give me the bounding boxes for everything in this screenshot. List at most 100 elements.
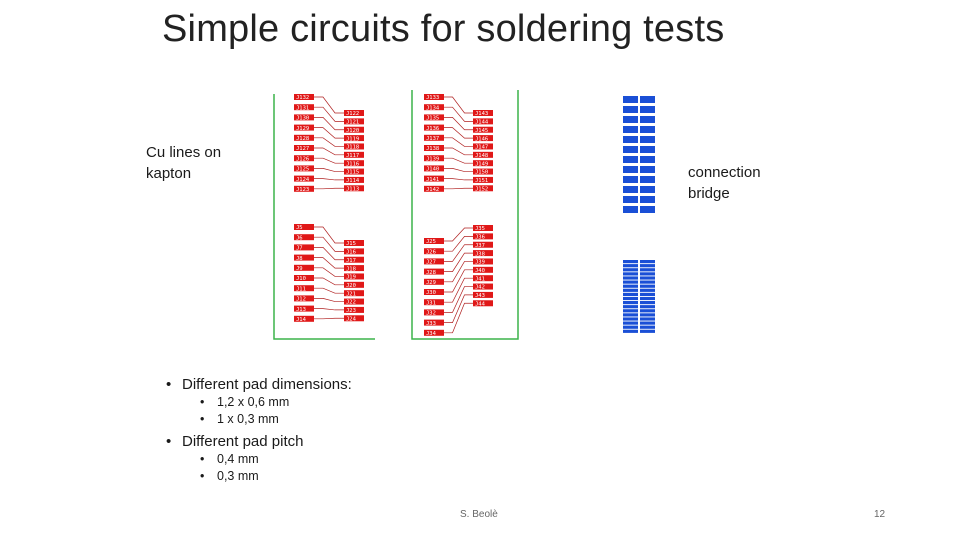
pad-label: J145 <box>475 128 488 134</box>
bridge-pad <box>623 196 638 203</box>
pad-a-right <box>344 118 364 125</box>
pad-d-right <box>473 250 493 257</box>
pad-c-right <box>344 256 364 263</box>
bridge-pad <box>623 96 638 103</box>
pad-b-right <box>473 118 493 125</box>
pad-d-right <box>473 233 493 240</box>
pad-label: J38 <box>475 251 485 257</box>
pad-b-left <box>424 94 444 100</box>
bridge-pad-fine <box>640 321 655 325</box>
pad-label: J35 <box>475 226 485 232</box>
pad-d-left <box>424 278 444 285</box>
bridge-pad-fine <box>640 317 655 321</box>
pad-label: J129 <box>296 126 309 132</box>
pad-label: J39 <box>475 260 485 266</box>
trace <box>444 147 473 156</box>
pad-c-left <box>294 285 314 292</box>
pad-c-left <box>294 224 314 230</box>
pad-label: J134 <box>426 105 440 111</box>
trace <box>444 252 473 272</box>
bridge-pad-fine <box>623 329 638 333</box>
pad-a-right <box>344 160 364 167</box>
pad-c-right <box>344 298 364 305</box>
bridge-pad <box>623 146 638 153</box>
trace <box>444 244 473 262</box>
pad-label: J43 <box>475 293 485 299</box>
sub-bullet: 1 x 0,3 mm <box>162 411 662 428</box>
pad-label: J18 <box>346 266 356 272</box>
trace <box>314 117 344 131</box>
substrate-outline-right <box>411 90 519 340</box>
pad-label: J5 <box>296 225 303 231</box>
pad-a-right <box>344 176 364 183</box>
sub-bullet: 0,4 mm <box>162 451 662 468</box>
pad-c-right <box>344 240 364 246</box>
pad-d-right <box>473 266 493 273</box>
pad-label: J26 <box>426 249 436 255</box>
pad-label: J11 <box>296 286 306 292</box>
pad-label: J44 <box>475 301 486 307</box>
trace <box>444 127 473 139</box>
pad-d-left <box>424 289 444 295</box>
pad-label: J36 <box>475 235 485 241</box>
bridge-pad <box>640 136 655 143</box>
pad-a-left <box>294 185 314 192</box>
pad-label: J29 <box>426 280 436 286</box>
trace <box>444 227 473 242</box>
trace <box>444 96 473 114</box>
pad-d-left <box>424 329 444 336</box>
pad-d-right <box>473 225 493 231</box>
pad-b-right <box>473 168 493 175</box>
trace <box>444 302 473 334</box>
slide-title: Simple circuits for soldering tests <box>162 8 725 50</box>
pad-label: J31 <box>426 300 436 306</box>
pad-label: J135 <box>426 116 439 122</box>
bridge-pad-fine <box>640 301 655 305</box>
trace <box>314 168 344 172</box>
bridge-pad-fine <box>623 288 638 292</box>
bridge-pad <box>623 206 638 213</box>
bridge-pad-fine <box>623 317 638 321</box>
pad-a-left <box>294 114 314 121</box>
bridge-pad <box>640 116 655 123</box>
pad-label: J119 <box>346 136 359 142</box>
pad-b-left <box>424 114 444 121</box>
pad-a-right <box>344 143 364 150</box>
pad-c-left <box>294 315 314 322</box>
pad-label: J115 <box>346 170 359 176</box>
bridge-pad <box>623 166 638 173</box>
pad-label: J41 <box>475 276 485 282</box>
pad-a-left <box>294 104 314 111</box>
bridge-pad-fine <box>640 280 655 284</box>
pad-c-right <box>344 265 364 272</box>
pad-c-left <box>294 234 314 241</box>
trace <box>444 168 473 172</box>
trace <box>314 287 344 294</box>
bridge-pad-fine <box>640 260 655 264</box>
substrate-outline-left <box>273 94 375 340</box>
pad-d-right <box>473 258 493 265</box>
bridge-pad <box>623 106 638 113</box>
bridge-pad-fine <box>640 325 655 329</box>
circuit-layout-drawing: J132J131J130J129J128J127J126J125J124J123… <box>273 90 655 340</box>
trace <box>314 96 344 114</box>
trace <box>314 147 344 156</box>
trace <box>444 286 473 313</box>
trace <box>444 157 473 164</box>
bridge-pad-fine <box>623 284 638 288</box>
trace <box>314 308 344 311</box>
pad-label: J128 <box>296 136 309 142</box>
trace <box>314 226 344 244</box>
pad-label: J152 <box>475 186 488 192</box>
pad-label: J118 <box>346 145 359 151</box>
pad-label: J17 <box>346 258 356 264</box>
pad-a-left <box>294 165 314 172</box>
footer-author: S. Beolè <box>460 509 498 520</box>
pad-label: J121 <box>346 120 359 126</box>
pad-d-left <box>424 309 444 316</box>
pad-label: J142 <box>426 187 439 193</box>
pad-c-left <box>294 254 314 261</box>
pad-label: J126 <box>296 156 309 162</box>
pad-label: J34 <box>426 331 437 337</box>
pad-b-left <box>424 155 444 162</box>
